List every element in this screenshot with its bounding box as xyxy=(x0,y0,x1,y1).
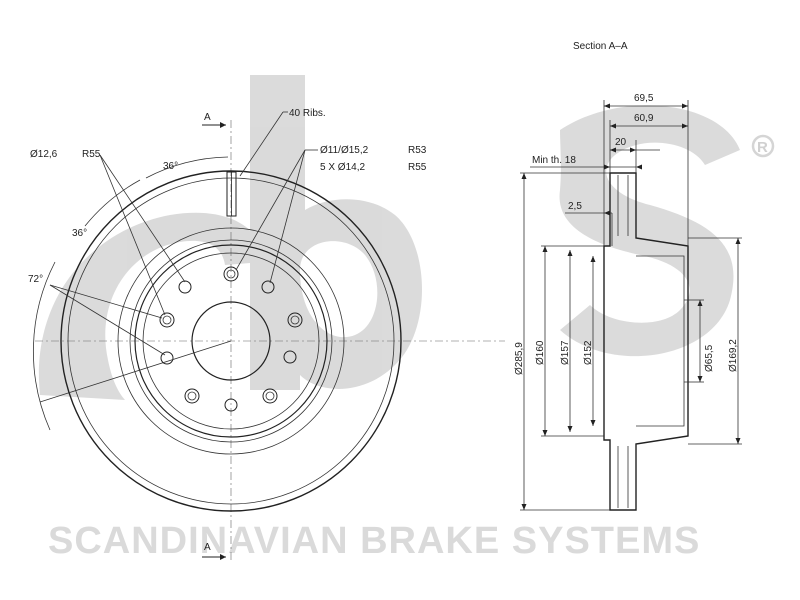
section-arrow-bottom-head xyxy=(220,554,226,560)
bolt-hole xyxy=(159,312,175,328)
width-inner: 60,9 xyxy=(634,113,654,124)
hat-inner-line xyxy=(636,255,685,427)
bolt-hole-inner xyxy=(226,269,236,279)
angle-label-1: 36° xyxy=(163,161,178,172)
small-hole xyxy=(178,280,192,294)
section-marker-top: A xyxy=(204,112,211,123)
leader-ribs xyxy=(239,111,284,177)
section-marker-bottom: A xyxy=(204,542,211,553)
angle-label-3: 72° xyxy=(28,274,43,285)
width-total: 69,5 xyxy=(634,93,654,104)
section-title: Section A–A xyxy=(573,41,628,52)
flange-dim: 2,5 xyxy=(568,201,582,212)
bolt-hole-inner xyxy=(187,391,197,401)
dia-outer: Ø285,9 xyxy=(514,342,525,375)
vent-lower xyxy=(617,446,629,508)
hat-ring xyxy=(134,244,328,438)
min-thickness: Min th. 18 xyxy=(532,155,576,166)
leader-small-hole xyxy=(99,154,186,283)
leader-small-hole-2 xyxy=(99,154,166,316)
angle-arc-left xyxy=(84,179,141,227)
small-holes xyxy=(160,280,297,412)
bolt-hole-inner xyxy=(265,391,275,401)
bolt-hole-inner xyxy=(290,315,300,325)
angle-arc-top xyxy=(145,156,229,179)
dia-169: Ø169,2 xyxy=(728,339,739,372)
angle-label-2: 36° xyxy=(72,228,87,239)
friction-ring-inner xyxy=(117,227,345,455)
vent-upper xyxy=(617,175,629,236)
bolt-hole xyxy=(287,312,303,328)
bolt-hole xyxy=(262,388,278,404)
bolt-pattern-radius: R55 xyxy=(408,162,427,173)
bolt-hole-radius: R53 xyxy=(408,145,427,156)
small-hole xyxy=(224,398,238,412)
dia-152: Ø152 xyxy=(583,340,594,365)
hat-inner xyxy=(142,252,320,430)
leader-72-b xyxy=(49,284,166,356)
small-hole xyxy=(261,280,275,294)
leader-bolt xyxy=(235,149,306,271)
bolt-holes xyxy=(159,266,303,404)
bolt-hole xyxy=(223,266,239,282)
registered-mark: R xyxy=(757,139,768,156)
bolt-hole xyxy=(184,388,200,404)
registered-mark-circle xyxy=(751,134,775,158)
dia-center: Ø65,5 xyxy=(704,344,715,372)
dia-157: Ø157 xyxy=(560,340,571,365)
small-hole-radius: R55 xyxy=(82,149,101,160)
section-view xyxy=(520,100,742,511)
leader-72 xyxy=(49,284,163,319)
dia-160: Ø160 xyxy=(535,340,546,365)
small-hole-diameter: Ø12,6 xyxy=(30,149,58,160)
leader-bolt-2 xyxy=(269,149,306,284)
section-arrow-top-head xyxy=(220,122,226,128)
disc-outer-edge-inner xyxy=(67,177,395,505)
thickness: 20 xyxy=(615,137,627,148)
bore-edge xyxy=(684,299,688,383)
bolt-pattern: 5 X Ø14,2 xyxy=(320,162,365,173)
bolt-hole-inner xyxy=(162,315,172,325)
brand-tagline: SCANDINAVIAN BRAKE SYSTEMS xyxy=(48,520,700,562)
small-hole xyxy=(160,351,174,365)
small-hole xyxy=(283,350,297,364)
bolt-hole-spec: Ø11/Ø15,2 xyxy=(320,145,369,156)
hat-outer xyxy=(129,239,333,443)
angle-arc-lower xyxy=(32,261,56,431)
front-view xyxy=(32,111,505,560)
center-bore xyxy=(191,301,271,381)
angle-ext-line xyxy=(39,340,232,403)
ribs-label: 40 Ribs. xyxy=(289,108,326,119)
disc-outer-edge xyxy=(60,170,402,512)
